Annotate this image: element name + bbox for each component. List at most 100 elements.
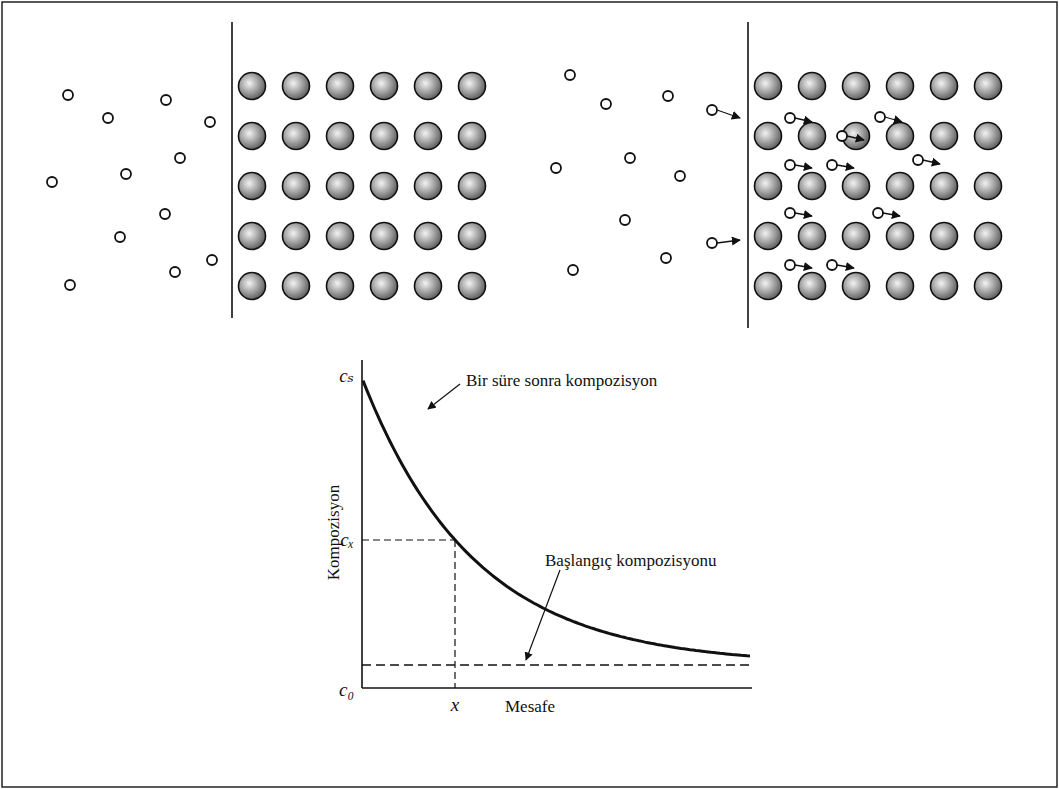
host-atom: [755, 223, 782, 250]
diffusion-arrow: [795, 118, 812, 122]
host-atom: [975, 273, 1002, 300]
diffusing-atom: [837, 131, 847, 141]
solute-atom: [161, 95, 171, 105]
host-atom: [799, 73, 826, 100]
diffusing-atom: [827, 160, 837, 170]
solute-atom: [207, 255, 217, 265]
host-atom: [327, 73, 354, 100]
diffusing-atom: [913, 155, 923, 165]
solute-atom: [551, 163, 561, 173]
host-atom: [239, 273, 266, 300]
host-atom: [459, 123, 486, 150]
host-atom: [755, 173, 782, 200]
solute-atom: [121, 169, 131, 179]
solute-atom: [568, 265, 578, 275]
host-atom: [239, 123, 266, 150]
solute-atom: [661, 253, 671, 263]
host-atom: [931, 173, 958, 200]
diffusing-atom: [873, 208, 883, 218]
host-atom: [799, 173, 826, 200]
solute-atom: [170, 267, 180, 277]
host-atom: [283, 173, 310, 200]
host-atom: [887, 273, 914, 300]
solute-atom: [620, 215, 630, 225]
host-atom: [459, 73, 486, 100]
host-atom: [799, 123, 826, 150]
label: cₓ: [340, 530, 354, 549]
host-atom: [975, 173, 1002, 200]
label: c₀: [339, 680, 354, 699]
diffusion-arrow: [795, 165, 812, 168]
leader-line: [428, 384, 460, 409]
solute-atom: [175, 153, 185, 163]
host-atom: [931, 123, 958, 150]
host-atom: [755, 273, 782, 300]
host-atom: [459, 223, 486, 250]
host-atom: [887, 173, 914, 200]
host-atom: [371, 273, 398, 300]
host-atom: [415, 223, 442, 250]
label: x: [451, 695, 459, 714]
label: Mesafe: [505, 698, 555, 715]
initial-composition-line: [362, 664, 752, 665]
solute-atom: [565, 70, 575, 80]
label: Başlangıç kompozisyonu: [545, 552, 716, 569]
solute-atom: [115, 232, 125, 242]
host-atom: [843, 73, 870, 100]
host-atom: [415, 73, 442, 100]
host-atom: [239, 73, 266, 100]
surface-line: [231, 22, 233, 318]
host-atom: [415, 123, 442, 150]
solute-atom: [103, 113, 113, 123]
diffusing-atom: [707, 238, 717, 248]
host-atom: [459, 173, 486, 200]
host-atom: [371, 173, 398, 200]
diffusing-atom: [785, 260, 795, 270]
host-atom: [843, 173, 870, 200]
diffusion-arrow: [923, 160, 940, 164]
host-atom: [975, 123, 1002, 150]
x-guide: [454, 540, 455, 688]
host-atom: [283, 273, 310, 300]
host-atom: [931, 223, 958, 250]
host-atom: [283, 73, 310, 100]
diffusing-atom: [785, 160, 795, 170]
solute-atom: [47, 177, 57, 187]
host-atom: [975, 73, 1002, 100]
diffusion-arrow: [837, 165, 854, 168]
solute-atom: [160, 209, 170, 219]
label: Bir süre sonra kompozisyon: [466, 372, 657, 389]
host-atom: [843, 273, 870, 300]
host-atom: [371, 223, 398, 250]
diffusion-arrow: [885, 117, 902, 122]
label: cₛ: [339, 366, 354, 385]
solute-atom: [63, 90, 73, 100]
diffusing-atom: [707, 105, 717, 115]
host-atom: [283, 123, 310, 150]
leader-line: [526, 570, 560, 660]
cx-guide: [362, 539, 455, 540]
host-atom: [327, 223, 354, 250]
host-atom: [799, 273, 826, 300]
diffusing-atom: [785, 113, 795, 123]
host-atom: [887, 73, 914, 100]
host-atom: [799, 223, 826, 250]
host-atom: [843, 223, 870, 250]
host-atom: [887, 123, 914, 150]
y-axis: [361, 360, 363, 688]
diffusion-arrow: [837, 265, 854, 268]
diffusion-arrow: [717, 240, 740, 243]
solute-atom: [675, 171, 685, 181]
host-atom: [283, 223, 310, 250]
host-atom: [239, 223, 266, 250]
diffusion-arrow: [795, 265, 812, 268]
host-atom: [755, 73, 782, 100]
composition-curve: [363, 381, 750, 656]
host-atom: [415, 173, 442, 200]
host-atom: [371, 123, 398, 150]
solute-atom: [663, 91, 673, 101]
surface-line: [747, 22, 749, 328]
host-atom: [931, 73, 958, 100]
